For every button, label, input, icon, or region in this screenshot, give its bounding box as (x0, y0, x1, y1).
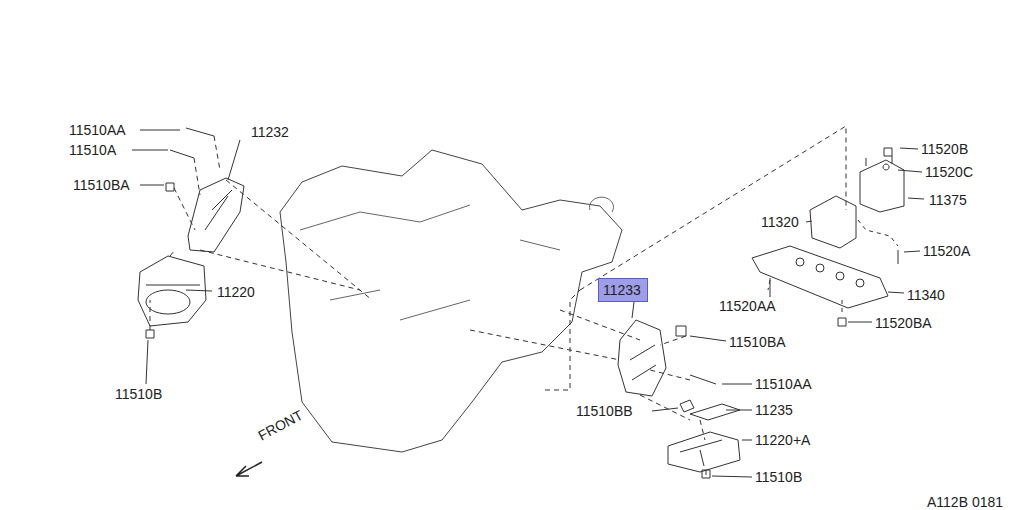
callout-number: 11510B (114, 386, 163, 402)
callout-number: 11510BB (575, 403, 634, 419)
callout-number: 11375 (928, 192, 968, 208)
callout-number: 11232 (250, 124, 290, 140)
callout-number: 11510A (68, 142, 117, 158)
callout-number: 11510BA (728, 334, 787, 350)
callout-number: 11520C (924, 164, 974, 180)
direction-label: FRONT (254, 406, 306, 444)
callout-number: 11235 (754, 402, 794, 418)
callout-number: 11510AA (754, 376, 813, 392)
figure-code: A112B 0181 (926, 494, 1004, 510)
callout-number: 11340 (906, 287, 946, 303)
highlight-box: 11233 (598, 278, 648, 302)
callout-number: 11520BA (874, 315, 933, 331)
callout-number: 11520B (920, 141, 969, 157)
callout-number: 11510AA (68, 122, 127, 138)
callout-number: 11220+A (754, 432, 811, 448)
callout-number: 11320 (760, 214, 800, 230)
callout-number: 11220 (216, 284, 256, 300)
callout-number: 11520A (922, 243, 971, 259)
callout-number: 11510BA (72, 177, 131, 193)
callout-number: 11510B (754, 469, 803, 485)
callout-number: 11520AA (718, 298, 777, 314)
part-number: 11233 (599, 279, 647, 301)
